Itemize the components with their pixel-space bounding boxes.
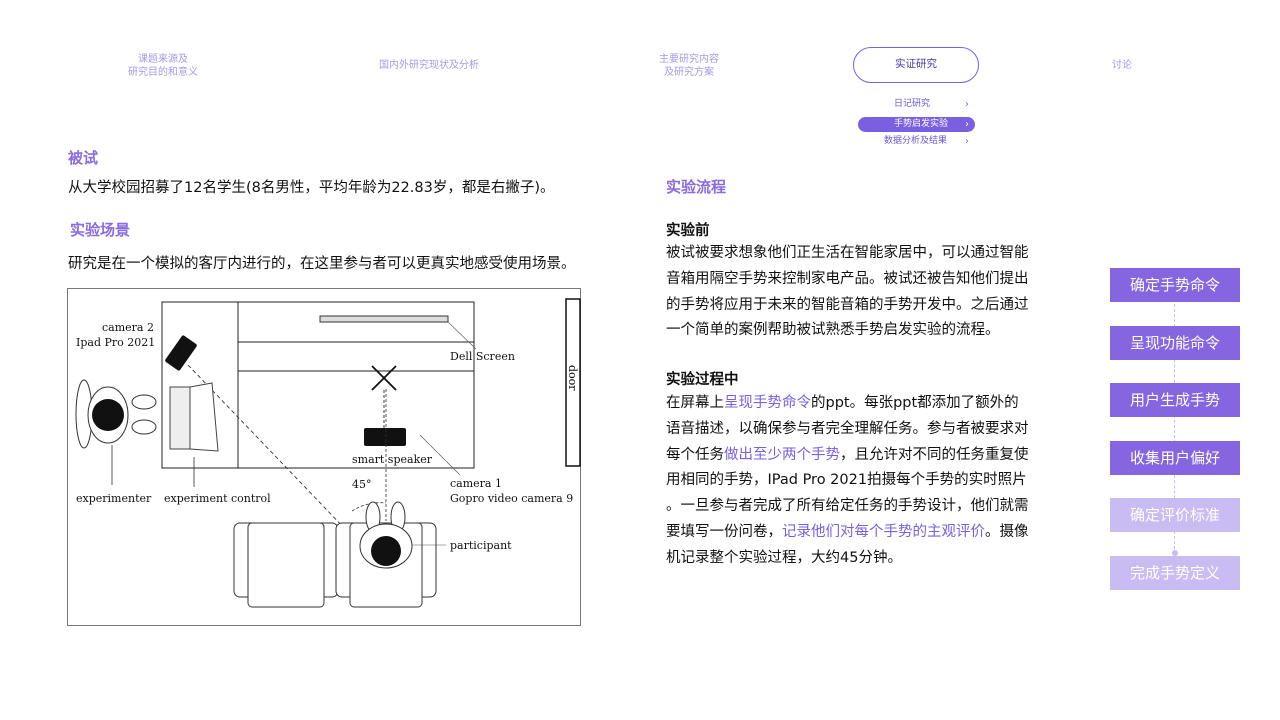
experimenter-label: experimenter xyxy=(76,492,152,505)
camera2-label-line2: Ipad Pro 2021 xyxy=(76,336,155,349)
experiment-layout-diagram: Dell Screen smart speaker door camera 2 … xyxy=(67,288,581,626)
nav-label: 国内外研究现状及分析 xyxy=(379,60,479,71)
subnav-item-gesture-elicitation[interactable]: 手势启发实验 › xyxy=(858,117,975,132)
subnav-item-diary-study[interactable]: 日记研究 › xyxy=(880,97,975,112)
before-experiment-text: 被试被要求想象他们正生活在智能家居中，可以通过智能 音箱用隔空手势来控制家电产品… xyxy=(666,241,1086,344)
laptop-keyboard xyxy=(169,386,191,450)
smart-speaker-label: smart speaker xyxy=(352,453,433,466)
laptop-screen xyxy=(189,382,219,452)
angle-arc xyxy=(351,502,387,512)
subjects-description: 从大学校园招募了12名学生(8名男性，平均年龄为22.83岁，都是右撇子)。 xyxy=(68,180,555,196)
during-experiment-text: 在屏幕上呈现手势命令的ppt。每张ppt都添加了额外的 语音描述，以确保参与者完… xyxy=(666,391,1086,572)
nav-item-topic-source[interactable]: 课题来源及 研究目的和意义 xyxy=(112,53,214,79)
nav-label-line1: 课题来源及 xyxy=(138,54,188,65)
dell-screen-label: Dell Screen xyxy=(450,350,515,363)
highlight-text: 呈现手势命令 xyxy=(724,395,811,411)
subjects-heading: 被试 xyxy=(68,149,99,167)
angle-label: 45° xyxy=(352,478,372,491)
text-line: 每个任务做出至少两个手势，且允许对不同的任务重复使 xyxy=(666,443,1086,469)
chevron-right-icon: › xyxy=(965,99,969,110)
nav-item-research-content[interactable]: 主要研究内容 及研究方案 xyxy=(628,53,750,79)
nav-item-discussion[interactable]: 讨论 xyxy=(1102,59,1142,72)
step-user-generate-gestures[interactable]: 用户生成手势 xyxy=(1110,383,1240,417)
nav-label-line2: 及研究方案 xyxy=(664,67,714,78)
scene-description: 研究是在一个模拟的客厅内进行的，在这里参与者可以更真实地感受使用场景。 xyxy=(68,256,576,272)
nav-item-empirical-study[interactable]: 实证研究 xyxy=(853,47,979,83)
chevron-right-icon: › xyxy=(965,136,969,147)
door-shape xyxy=(565,298,581,467)
text-line: 音箱用隔空手势来控制家电产品。被试还被告知他们提出 xyxy=(666,270,1029,287)
sofa-left-seat xyxy=(247,522,325,608)
step-define-evaluation-criteria[interactable]: 确定评价标准 xyxy=(1110,498,1240,532)
experimenter-arm xyxy=(131,419,157,435)
subnav-label: 数据分析及结果 xyxy=(884,136,948,146)
text-line: 语音描述，以确保参与者完全理解任务。参与者被要求对 xyxy=(666,420,1029,437)
text-line: 在屏幕上呈现手势命令的ppt。每张ppt都添加了额外的 xyxy=(666,391,1086,417)
procedure-heading: 实验流程 xyxy=(666,178,727,196)
subnav-label: 手势启发实验 xyxy=(894,119,949,129)
subnav-label: 日记研究 xyxy=(894,99,931,109)
text-segment: 在屏幕上 xyxy=(666,395,724,411)
text-line: 被试被要求想象他们正生活在智能家居中，可以通过智能 xyxy=(666,245,1029,261)
text-line: 用相同的手势，IPad Pro 2021拍摄每个手势的实时照片 xyxy=(666,472,1027,489)
text-line: 要填写一份问卷，记录他们对每个手势的主观评价。摄像 xyxy=(666,520,1086,546)
step-collect-user-preferences[interactable]: 收集用户偏好 xyxy=(1110,441,1240,475)
subnav-item-data-analysis[interactable]: 数据分析及结果 › xyxy=(872,134,975,149)
chevron-right-icon: › xyxy=(965,119,969,130)
text-segment: ，且允许对不同的任务重复使 xyxy=(840,446,1029,463)
door-label: door xyxy=(566,365,579,391)
text-segment: 每个任务 xyxy=(666,446,724,463)
camera2-ipad-shape xyxy=(165,335,197,371)
scene-heading: 实验场景 xyxy=(70,221,131,239)
text-line: 。一旦参与者完成了所有给定任务的手势设计，他们就需 xyxy=(666,498,1029,515)
screen-shelf xyxy=(237,301,475,343)
connector-dot xyxy=(1172,550,1178,556)
layout-drawing: Dell Screen smart speaker door camera 2 … xyxy=(75,298,581,608)
nav-label-line2: 研究目的和意义 xyxy=(128,67,198,78)
text-segment: 。摄像 xyxy=(985,523,1029,540)
experiment-control-label: experiment control xyxy=(164,492,271,505)
camera1-label-line1: camera 1 xyxy=(450,477,502,490)
experimenter-arm xyxy=(131,394,157,410)
nav-item-research-status[interactable]: 国内外研究现状及分析 xyxy=(363,59,495,72)
camera1-leader xyxy=(419,434,461,476)
smart-speaker-shape xyxy=(364,428,406,446)
camera2-label-line1: camera 2 xyxy=(102,321,154,334)
text-segment: 的ppt。每张ppt都添加了额外的 xyxy=(811,395,1019,411)
before-experiment-heading: 实验前 xyxy=(666,223,710,239)
nav-label-line1: 主要研究内容 xyxy=(659,54,719,65)
camera1-label-line2: Gopro video camera 9 xyxy=(450,492,573,505)
participant-head xyxy=(371,536,401,566)
text-line: 机记录整个实验过程，大约45分钟。 xyxy=(666,549,902,566)
step-present-function-commands[interactable]: 呈现功能命令 xyxy=(1110,326,1240,360)
highlight-text: 做出至少两个手势 xyxy=(724,446,840,463)
step-define-gesture-commands[interactable]: 确定手势命令 xyxy=(1110,268,1240,302)
dell-screen-leader xyxy=(447,321,477,350)
table-top xyxy=(237,370,475,469)
cross-mark xyxy=(371,365,397,391)
highlight-text: 记录他们对每个手势的主观评价 xyxy=(782,523,985,540)
participant-label: participant xyxy=(450,539,512,552)
text-line: 的手势将应用于未来的智能音箱的手势开发中。之后通过 xyxy=(666,296,1029,313)
nav-label: 讨论 xyxy=(1112,60,1132,71)
nav-label: 实证研究 xyxy=(895,58,937,70)
text-segment: 要填写一份问卷， xyxy=(666,523,782,540)
text-line: 一个简单的案例帮助被试熟悉手势启发实验的流程。 xyxy=(666,322,1000,339)
steps-connector xyxy=(1174,304,1175,559)
experimenter-head xyxy=(92,399,124,431)
dell-screen-shape xyxy=(319,315,449,323)
during-experiment-heading: 实验过程中 xyxy=(666,372,739,388)
step-finalize-gesture-definition[interactable]: 完成手势定义 xyxy=(1110,556,1240,590)
